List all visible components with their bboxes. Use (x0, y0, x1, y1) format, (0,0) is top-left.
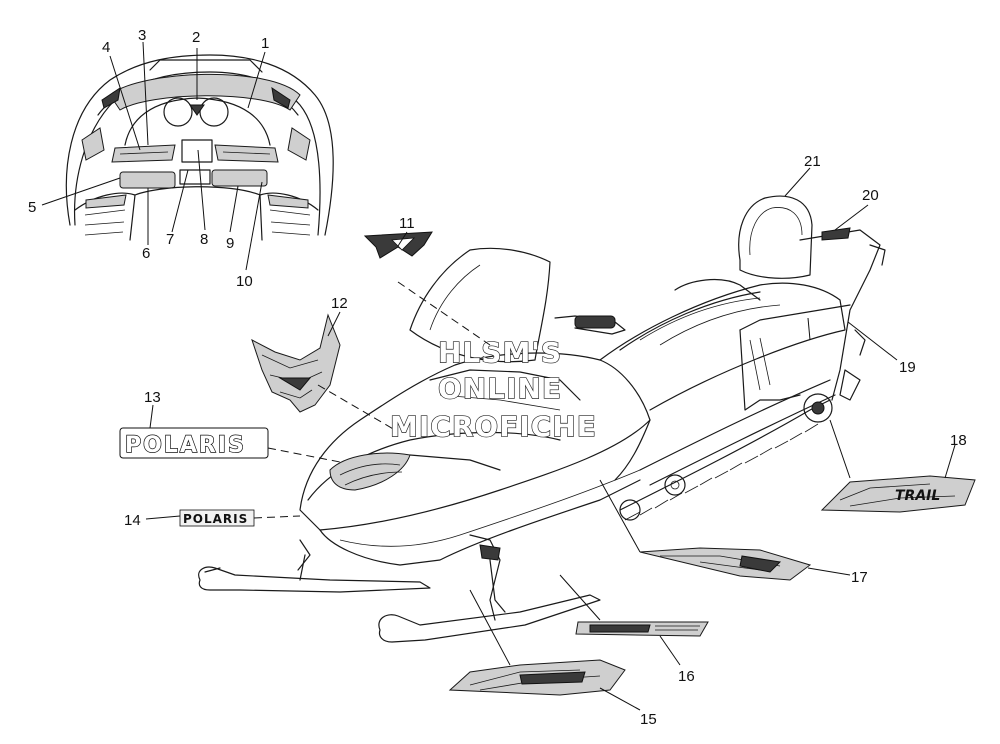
callout-1: 1 (261, 35, 269, 52)
polaris-large-logo: POLARIS (125, 433, 246, 458)
decal-16 (575, 621, 709, 637)
watermark-line-2: ONLINE (438, 372, 562, 405)
callout-6: 6 (142, 245, 150, 262)
callout-19: 19 (899, 359, 916, 376)
callout-16: 16 (678, 668, 695, 685)
callout-2: 2 (192, 29, 200, 46)
callout-21: 21 (804, 153, 821, 170)
callout-20: 20 (862, 187, 879, 204)
trail-decal-text: TRAIL (895, 488, 940, 504)
decal-18: TRAIL (820, 475, 976, 513)
polaris-small-logo: POLARIS (183, 512, 248, 526)
callout-3: 3 (138, 27, 146, 44)
callout-13: 13 (144, 389, 161, 406)
watermark: HLSM'S ONLINE MICROFICHE (389, 335, 597, 443)
callout-numbers: 1 2 3 4 5 6 7 8 9 10 11 12 13 14 15 16 1… (28, 27, 967, 728)
decal-14-polaris: POLARIS (179, 509, 255, 527)
callout-7: 7 (166, 231, 174, 248)
callout-18: 18 (950, 432, 967, 449)
watermark-line-1: HLSM'S (438, 336, 562, 369)
callout-15: 15 (640, 711, 657, 728)
callout-9: 9 (226, 235, 234, 252)
decal-17 (639, 547, 812, 581)
decal-12 (251, 313, 341, 413)
snowmobile-illustration (198, 195, 886, 643)
leader-lines (41, 41, 956, 711)
callout-14: 14 (124, 512, 141, 529)
decal-13-polaris: POLARIS (119, 427, 269, 459)
callout-4: 4 (102, 39, 110, 56)
callout-12: 12 (331, 295, 348, 312)
decal-15 (448, 659, 626, 696)
watermark-line-3: MICROFICHE (390, 410, 597, 443)
callout-5: 5 (28, 199, 36, 216)
callout-11: 11 (399, 215, 415, 232)
callout-8: 8 (200, 231, 208, 248)
callout-17: 17 (851, 569, 868, 586)
hood-dash-inset (65, 54, 334, 241)
callout-10: 10 (236, 273, 253, 290)
